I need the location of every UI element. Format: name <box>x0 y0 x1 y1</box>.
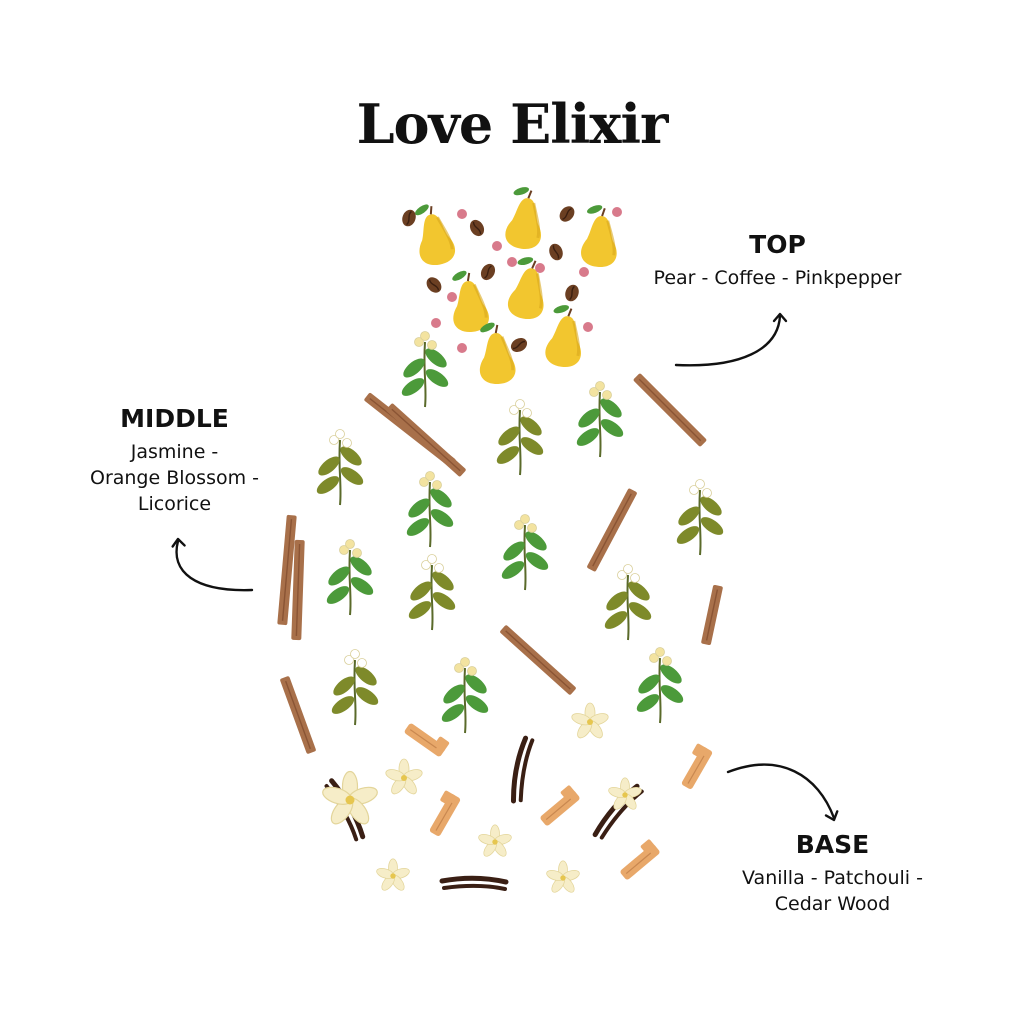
coffee-bean-icon <box>565 284 579 302</box>
jasmine-sprig-icon <box>316 429 364 506</box>
licorice-stick-icon <box>633 373 707 447</box>
pink-pepper-icon <box>457 209 467 219</box>
top-arrow-icon <box>674 312 788 367</box>
licorice-stick-icon <box>500 625 576 695</box>
pear-icon <box>479 322 516 384</box>
base-notes-line-2: Cedar Wood <box>774 893 891 915</box>
vanilla-flower-icon <box>376 858 410 891</box>
jasmine-sprig-icon <box>676 479 724 556</box>
coffee-bean-icon <box>559 206 575 222</box>
jasmine-sprig-icon <box>331 649 379 726</box>
vanilla-flower-icon <box>478 824 512 857</box>
coffee-bean-icon <box>426 277 442 293</box>
pear-icon <box>581 205 617 267</box>
middle-notes-line-3: Licorice <box>137 493 212 515</box>
pink-pepper-icon <box>612 207 622 217</box>
page-title: Love Elixir <box>356 92 669 156</box>
pink-pepper-icon <box>431 318 441 328</box>
vanilla-flower-icon <box>322 770 378 825</box>
jasmine-sprig-icon <box>408 554 456 631</box>
vanilla-flower-icon <box>608 777 642 810</box>
base-notes-label: BASE Vanilla - Patchouli - Cedar Wood <box>700 830 965 917</box>
pear-icon <box>452 270 489 332</box>
top-notes-ingredients-text: Pear - Coffee - Pinkpepper <box>653 267 902 289</box>
licorice-stick-icon <box>277 514 297 626</box>
cedar-wood-icon <box>620 839 660 880</box>
pink-pepper-icon <box>507 257 517 267</box>
pink-pepper-icon <box>535 263 545 273</box>
coffee-bean-icon <box>480 263 496 281</box>
orange-blossom-sprig-icon <box>406 471 454 548</box>
coffee-bean-icon <box>469 219 485 237</box>
jasmine-sprig-icon <box>496 399 544 476</box>
orange-blossom-sprig-icon <box>326 539 374 616</box>
top-notes-label: TOP Pear - Coffee - Pinkpepper <box>620 230 935 291</box>
coffee-bean-icon <box>510 337 528 353</box>
orange-blossom-sprig-icon <box>576 381 624 458</box>
vanilla-pod-icon <box>510 735 535 804</box>
orange-blossom-sprig-icon <box>501 514 549 591</box>
licorice-stick-icon <box>291 539 305 641</box>
base-notes-ingredients <box>322 702 713 893</box>
vanilla-flower-icon <box>546 860 580 893</box>
licorice-stick-icon <box>701 584 723 646</box>
pear-icon <box>507 257 544 320</box>
cedar-wood-icon <box>540 785 580 826</box>
jasmine-sprig-icon <box>604 564 652 641</box>
cedar-wood-icon <box>429 790 461 836</box>
licorice-stick-icon <box>386 403 466 477</box>
vanilla-pod-icon <box>439 875 509 891</box>
middle-notes-line-2: Orange Blossom - <box>89 467 259 489</box>
coffee-bean-icon <box>402 209 416 227</box>
middle-notes-ingredients <box>277 331 724 754</box>
middle-notes-heading: MIDDLE <box>120 404 229 433</box>
vanilla-flower-icon <box>385 758 423 795</box>
base-arrow-icon <box>726 763 839 822</box>
base-notes-heading: BASE <box>795 830 870 859</box>
middle-notes-line-1: Jasmine - <box>130 441 219 463</box>
pear-icon <box>545 305 581 367</box>
licorice-stick-icon <box>587 488 637 572</box>
pink-pepper-icon <box>492 241 502 251</box>
pink-pepper-icon <box>447 292 457 302</box>
middle-arrow-icon <box>171 537 254 592</box>
coffee-bean-icon <box>549 243 563 261</box>
top-notes-heading: TOP <box>749 230 806 259</box>
cedar-wood-icon <box>404 723 450 757</box>
pink-pepper-icon <box>457 343 467 353</box>
orange-blossom-sprig-icon <box>441 657 489 734</box>
pink-pepper-icon <box>583 322 593 332</box>
pink-pepper-icon <box>579 267 589 277</box>
pear-icon <box>505 187 541 249</box>
arrows-layer <box>171 312 839 822</box>
top-notes-ingredients <box>402 187 622 384</box>
cedar-wood-icon <box>681 743 713 789</box>
orange-blossom-sprig-icon <box>636 647 684 724</box>
orange-blossom-sprig-icon <box>401 331 449 408</box>
vanilla-flower-icon <box>571 702 609 739</box>
licorice-stick-icon <box>280 676 316 754</box>
base-notes-line-1: Vanilla - Patchouli - <box>742 867 923 889</box>
middle-notes-label: MIDDLE Jasmine - Orange Blossom - Licori… <box>62 404 287 517</box>
pear-icon <box>415 204 456 266</box>
